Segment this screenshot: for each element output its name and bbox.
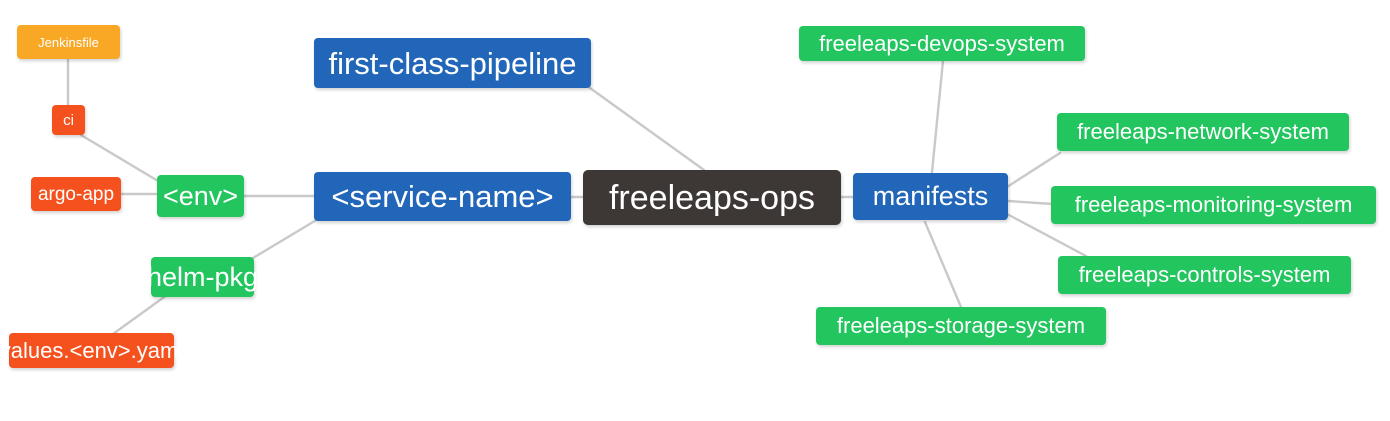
edge-manifests-devops <box>930 59 945 174</box>
node-freeleaps-controls-system[interactable]: freeleaps-controls-system <box>1058 256 1351 294</box>
node-label: values.<env>.yaml <box>0 337 184 363</box>
node-label: <env> <box>162 180 239 211</box>
node-freeleaps-storage-system[interactable]: freeleaps-storage-system <box>816 307 1106 345</box>
node-label: freeleaps-storage-system <box>836 313 1086 338</box>
node-label: Jenkinsfile <box>38 34 99 50</box>
node-label: freeleaps-network-system <box>1077 119 1329 144</box>
node-env[interactable]: <env> <box>157 175 244 217</box>
node-label: first-class-pipeline <box>328 45 577 81</box>
node-jenkinsfile[interactable]: Jenkinsfile <box>17 25 120 59</box>
node-service-name[interactable]: <service-name> <box>314 172 571 221</box>
edge-helmpkg-servicename <box>251 217 320 260</box>
node-label: freeleaps-ops <box>608 178 815 217</box>
node-freeleaps-network-system[interactable]: freeleaps-network-system <box>1057 113 1349 151</box>
edge-manifests-storage <box>923 220 963 309</box>
node-first-class-pipeline[interactable]: first-class-pipeline <box>314 38 591 88</box>
node-freeleaps-monitoring-system[interactable]: freeleaps-monitoring-system <box>1051 186 1376 224</box>
node-label: ci <box>63 111 74 129</box>
edge-ci-env <box>79 133 160 183</box>
node-argo-app[interactable]: argo-app <box>31 177 121 211</box>
node-freeleaps-devops-system[interactable]: freeleaps-devops-system <box>799 26 1085 61</box>
node-values-yaml[interactable]: values.<env>.yaml <box>0 333 183 368</box>
node-helm-pkg[interactable]: helm-pkg <box>147 257 258 297</box>
node-label: freeleaps-controls-system <box>1078 262 1331 287</box>
edge-manifests-network <box>1005 151 1062 189</box>
node-label: helm-pkg <box>146 261 259 292</box>
edge-pipeline-root <box>588 86 706 172</box>
node-label: freeleaps-devops-system <box>819 30 1065 56</box>
node-label: <service-name> <box>331 179 554 214</box>
edge-manifests-monitoring <box>1006 199 1055 206</box>
node-freeleaps-ops[interactable]: freeleaps-ops <box>583 170 841 225</box>
node-manifests[interactable]: manifests <box>853 173 1008 220</box>
node-label: argo-app <box>37 183 115 205</box>
node-label: manifests <box>872 181 989 211</box>
edge-valuesyaml-helmpkg <box>111 293 169 336</box>
node-label: freeleaps-monitoring-system <box>1074 192 1353 217</box>
node-ci[interactable]: ci <box>52 105 85 135</box>
